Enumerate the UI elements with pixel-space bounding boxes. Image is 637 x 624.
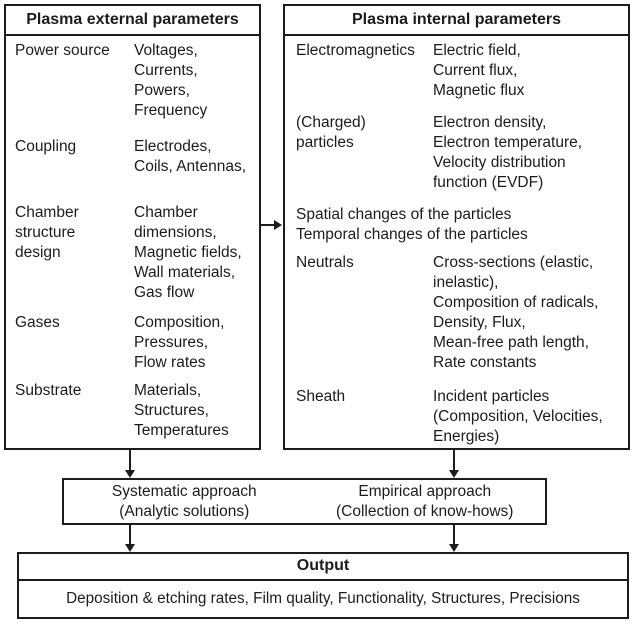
row-value: Voltages, Currents, Powers, Frequency bbox=[134, 42, 208, 119]
row-value: Materials, Structures, Temperatures bbox=[134, 382, 229, 439]
row-chamber-structure-design: Chamber structure design Chamber dimensi… bbox=[15, 203, 255, 303]
row-label: Neutrals bbox=[296, 254, 354, 271]
output-box: Output Deposition & etching rates, Film … bbox=[17, 552, 629, 619]
row-coupling: Coupling Electrodes, Coils, Antennas, bbox=[15, 137, 255, 177]
row-label: Sheath bbox=[296, 388, 346, 405]
internal-box-title: Plasma internal parameters bbox=[285, 6, 628, 36]
row-value: Electrodes, Coils, Antennas, bbox=[134, 138, 247, 175]
row-value: Incident particles (Composition, Velocit… bbox=[433, 388, 603, 445]
row-substrate: Substrate Materials, Structures, Tempera… bbox=[15, 381, 255, 441]
row-power-source: Power source Voltages, Currents, Powers,… bbox=[15, 41, 255, 121]
external-box-body: Power source Voltages, Currents, Powers,… bbox=[6, 36, 259, 441]
row-label: (Charged) particles bbox=[296, 114, 366, 151]
external-parameters-box: Plasma external parameters Power source … bbox=[4, 4, 261, 450]
approach-box: Systematic approach (Analytic solutions)… bbox=[62, 478, 547, 525]
row-value: Composition, Pressures, Flow rates bbox=[134, 314, 225, 371]
external-box-title: Plasma external parameters bbox=[6, 6, 259, 36]
row-value: Cross-sections (elastic, inelastic), Com… bbox=[433, 254, 599, 371]
row-value: Chamber dimensions, Magnetic fields, Wal… bbox=[134, 204, 242, 301]
output-box-content: Deposition & etching rates, Film quality… bbox=[66, 590, 580, 607]
row-label: Coupling bbox=[15, 138, 77, 155]
arrow-external-to-approach bbox=[125, 450, 135, 478]
row-value: Electron density, Electron temperature, … bbox=[433, 114, 583, 191]
internal-box-body: Electromagnetics Electric field, Current… bbox=[285, 36, 628, 447]
spatial-temporal-note: Spatial changes of the particles Tempora… bbox=[296, 206, 528, 243]
arrow-external-to-internal bbox=[261, 220, 282, 230]
row-sheath: Sheath Incident particles (Composition, … bbox=[296, 387, 624, 447]
row-label: Gases bbox=[15, 314, 60, 331]
row-gases: Gases Composition, Pressures, Flow rates bbox=[15, 313, 255, 373]
row-value: Electric field, Current flux, Magnetic f… bbox=[433, 42, 525, 99]
row-label: Chamber structure design bbox=[15, 204, 79, 261]
arrow-internal-to-approach bbox=[449, 450, 459, 478]
arrow-empirical-to-output bbox=[449, 525, 459, 552]
systematic-approach-label: Systematic approach (Analytic solutions) bbox=[111, 482, 257, 520]
row-charged-particles: (Charged) particles Electron density, El… bbox=[296, 113, 624, 193]
row-neutrals: Neutrals Cross-sections (elastic, inelas… bbox=[296, 253, 624, 373]
empirical-approach-label: Empirical approach (Collection of know-h… bbox=[336, 482, 514, 520]
row-electromagnetics: Electromagnetics Electric field, Current… bbox=[296, 41, 624, 101]
arrow-systematic-to-output bbox=[125, 525, 135, 552]
internal-parameters-box: Plasma internal parameters Electromagnet… bbox=[283, 4, 630, 450]
row-label: Electromagnetics bbox=[296, 42, 415, 59]
row-label: Power source bbox=[15, 42, 110, 59]
row-label: Substrate bbox=[15, 382, 82, 399]
output-box-title: Output bbox=[19, 554, 627, 581]
